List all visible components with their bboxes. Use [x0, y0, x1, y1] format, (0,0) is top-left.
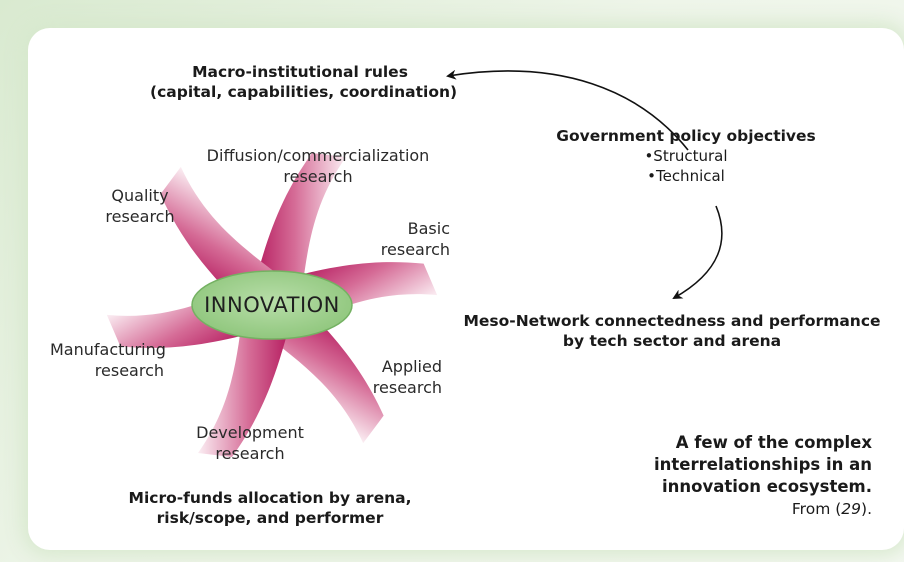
caption-source-prefix: From ( — [791, 500, 842, 518]
figure-caption: A few of the complex interrelationships … — [600, 432, 872, 520]
arrow-to-macro — [446, 69, 689, 151]
gov-policy-label: Government policy objectives •Structural… — [552, 126, 820, 186]
macro-line2: (capital, capabilities, coordination) — [150, 83, 458, 101]
petal-development-line1: Development — [196, 423, 304, 442]
petal-development — [198, 303, 292, 457]
meso-line1: Meso-Network connectedness and performan… — [463, 312, 881, 330]
caption-line1: A few of the complex — [675, 433, 872, 452]
meso-line2: by tech sector and arena — [562, 332, 782, 350]
petal-label-applied: Applied research — [342, 356, 442, 398]
micro-line1: Micro-funds allocation by arena, — [128, 489, 412, 507]
petal-diffusion — [252, 153, 346, 307]
figure-panel — [28, 28, 904, 550]
petal-label-quality: Quality research — [80, 185, 200, 227]
innovation-ellipse — [191, 270, 353, 340]
petal-label-basic: Basic research — [350, 218, 450, 260]
macro-line1: Macro-institutional rules — [192, 63, 408, 81]
petal-manufacturing-line1: Manufacturing — [50, 340, 166, 359]
micro-label: Micro-funds allocation by arena, risk/sc… — [110, 488, 430, 528]
innovation-label: INNOVATION — [204, 293, 340, 317]
petal-basic-line1: Basic — [407, 219, 450, 238]
petal-quality-line2: research — [105, 207, 175, 226]
gov-item-technical: •Technical — [647, 167, 725, 185]
micro-line2: risk/scope, and performer — [156, 509, 384, 527]
petal-label-manufacturing: Manufacturing research — [50, 339, 166, 381]
gov-title: Government policy objectives — [556, 127, 816, 145]
petal-basic-line2: research — [380, 240, 450, 259]
caption-source-ref: 29 — [841, 500, 862, 518]
caption-source-suffix: ). — [861, 500, 872, 518]
gov-item-structural: •Structural — [644, 147, 728, 165]
petal-applied-line1: Applied — [381, 357, 442, 376]
petal-development-line2: research — [215, 444, 285, 463]
petal-quality-line1: Quality — [111, 186, 169, 205]
petal-label-development: Development research — [170, 422, 330, 464]
petal-diffusion-line2: research — [283, 167, 353, 186]
petal-diffusion-line1: Diffusion/commercialization — [206, 146, 430, 165]
macro-label: Macro-institutional rules (capital, capa… — [150, 62, 458, 102]
petal-applied-line2: research — [372, 378, 442, 397]
caption-line2: interrelationships in an — [654, 455, 872, 474]
arrow-to-meso — [672, 205, 723, 299]
caption-line3: innovation ecosystem. — [662, 477, 872, 496]
petal-label-diffusion: Diffusion/commercialization research — [198, 145, 438, 187]
meso-label: Meso-Network connectedness and performan… — [462, 311, 882, 351]
petal-manufacturing-line2: research — [94, 361, 164, 380]
caption-source: From (29). — [600, 498, 872, 520]
